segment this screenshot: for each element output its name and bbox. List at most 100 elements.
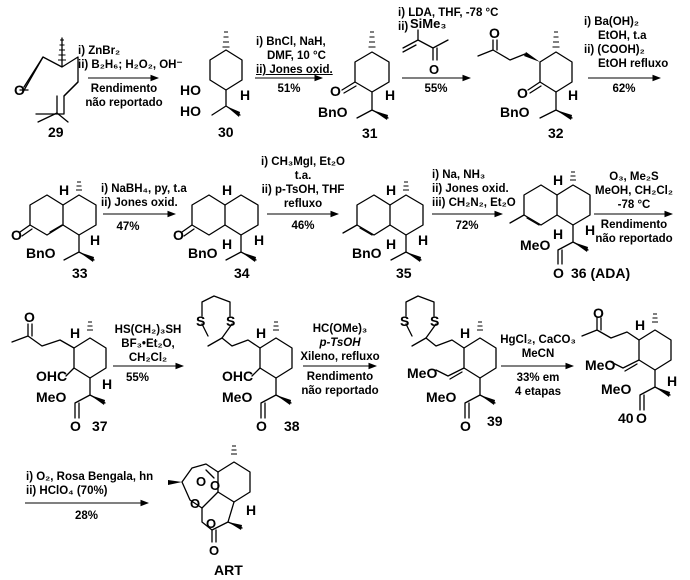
condition-line: EtOH, t.a (598, 30, 647, 42)
compound-31-structure: O BnO H (318, 31, 395, 120)
condition-line: iii) CH₂N₂, Et₂O (432, 197, 516, 209)
atom-sulfur: S (400, 313, 409, 329)
atom-peroxide-oxygen: O (210, 478, 220, 493)
atom-formyl: OHC (36, 368, 67, 384)
yield-32-33: 62% (588, 82, 660, 96)
compound-32-label: 32 (548, 125, 564, 141)
condition-line: MeCN (521, 348, 555, 360)
atom-peroxide-oxygen: O (196, 474, 206, 489)
yield-line: Rendimento (600, 219, 668, 231)
atom-oxygen: O (173, 227, 184, 243)
compound-33-structure: H O BnO H (11, 181, 100, 262)
condition-line: ii) (398, 21, 409, 33)
conditions-39-40: HgCl₂, CaCO₃ MeCN (498, 333, 578, 361)
yield-line: Rendimento (90, 83, 158, 95)
atom-sulfur: S (196, 313, 205, 329)
atom-hydrogen: H (222, 182, 232, 198)
yield-value: 55% (126, 372, 150, 384)
reagent-silyl-vinyl-ketone: SiMe₃ O (402, 16, 449, 77)
condition-line: refluxo (283, 198, 323, 210)
atom-benzyloxy: BnO (318, 104, 348, 120)
condition-line: DMF, 10 °C (267, 50, 326, 62)
atom-methoxy: MeO (36, 389, 66, 405)
condition-line: i) Na, NH₃ (432, 169, 486, 181)
conditions-31-32: i) LDA, THF, -78 °C ii) (398, 6, 498, 34)
conditions-29-30: i) ZnBr₂ ii) B₂H₆; H₂O₂, OH⁻ (78, 44, 183, 72)
yield-line: 4 etapas (514, 386, 562, 398)
condition-line: HC(OMe)₃ (312, 323, 368, 335)
compound-40-structure: O H MeO MeO H O (581, 305, 677, 426)
conditions-34-35: i) CH₃MgI, Et₂O t.a. ii) p-TsOH, THF ref… (258, 155, 348, 211)
conditions-30-31: i) BnCl, NaH, DMF, 10 °C ii) Jones oxid. (256, 35, 333, 77)
compound-art-structure: O O O O H O (168, 445, 256, 558)
compound-art-label: ART (214, 562, 243, 578)
yield-value: 46% (291, 220, 315, 232)
conditions-33-34: i) NaBH₄, py, t.a ii) Jones oxid. (101, 182, 187, 210)
compound-35-structure: H H BnO H (342, 181, 428, 262)
atom-oxygen: O (330, 83, 341, 99)
yield-33-34: 47% (103, 220, 153, 234)
compound-34-label: 34 (234, 265, 250, 281)
compound-40-label: 40 (618, 410, 634, 426)
condition-line: O₃, Me₂S (609, 171, 659, 183)
condition-line: i) BnCl, NaH, (256, 36, 326, 48)
compound-29-label: 29 (48, 124, 64, 140)
condition-line: i) Ba(OH)₂ (584, 16, 639, 28)
compound-36-structure: H H MeO H O (509, 171, 595, 281)
atom-hydrogen: H (568, 87, 578, 103)
condition-line: MeOH, CH₂Cl₂ (595, 185, 673, 197)
atom-benzyloxy: BnO (188, 245, 218, 261)
atom-hydrogen: H (256, 325, 266, 341)
yield-value: 51% (277, 83, 301, 95)
yield-line: não reportado (595, 233, 673, 245)
atom-oxygen: O (553, 265, 564, 281)
condition-line: ii) HClO₄ (70%) (26, 485, 108, 497)
yield-36-37: Rendimento não reportado (592, 218, 676, 246)
yield-37-38: 55% (126, 371, 149, 385)
condition-line: ii) (COOH)₂ (584, 44, 645, 56)
atom-oxygen: O (24, 309, 35, 325)
atom-hydrogen: H (418, 232, 428, 248)
yield-31-32: 55% (402, 82, 470, 96)
compound-37-structure: O H OHC MeO H O (11, 309, 112, 434)
atom-lactone-oxygen: O (206, 516, 216, 531)
atom-sulfur: S (226, 313, 235, 329)
compound-37-label: 37 (92, 418, 108, 434)
yield-value: 28% (74, 510, 99, 522)
condition-line: HS(CH₂)₃SH (114, 324, 182, 336)
compound-31-label: 31 (362, 125, 378, 141)
atom-oxygen: O (11, 227, 22, 243)
atom-hydrogen: H (90, 232, 100, 248)
condition-line: ii) Jones oxid. (101, 197, 178, 209)
atom-hydroxyl: HO (180, 103, 201, 119)
compound-38-structure: S S H OHC MeO O (196, 295, 293, 434)
atom-methoxy: MeO (520, 237, 550, 253)
atom-hydrogen: H (240, 87, 250, 103)
atom-hydrogen: H (667, 373, 677, 389)
compound-30-label: 30 (218, 124, 234, 140)
compound-32-structure: O O BnO H (477, 25, 578, 120)
condition-line: HgCl₂, CaCO₃ (500, 334, 576, 346)
condition-line: Xileno, refluxo (300, 351, 380, 363)
atom-methoxy: MeO (601, 381, 631, 397)
yield-line: 33% em (516, 372, 560, 384)
condition-line: i) O₂, Rosa Bengala, hn (26, 471, 154, 483)
condition-line: ii) p-TsOH, THF (261, 184, 345, 196)
atom-oxygen: O (256, 418, 267, 434)
atom-methoxy: MeO (585, 357, 615, 373)
atom-hydrogen: H (254, 232, 264, 248)
atom-ether-oxygen: O (190, 496, 200, 511)
atom-sulfur: S (430, 313, 439, 329)
atom-hydrogen: H (460, 325, 470, 341)
condition-line: EtOH refluxo (598, 58, 669, 70)
atom-hydrogen: H (222, 236, 232, 252)
atom-benzyloxy: BnO (500, 104, 530, 120)
atom-hydrogen: H (386, 236, 396, 252)
yield-value: 47% (116, 221, 140, 233)
atom-hydrogen: H (553, 172, 563, 188)
yield-30-31: 51% (256, 82, 322, 96)
atom-oxygen: O (460, 418, 471, 434)
atom-benzyloxy: BnO (26, 245, 56, 261)
yield-39-40: 33% em 4 etapas (498, 371, 578, 399)
yield-34-35: 46% (258, 219, 348, 233)
